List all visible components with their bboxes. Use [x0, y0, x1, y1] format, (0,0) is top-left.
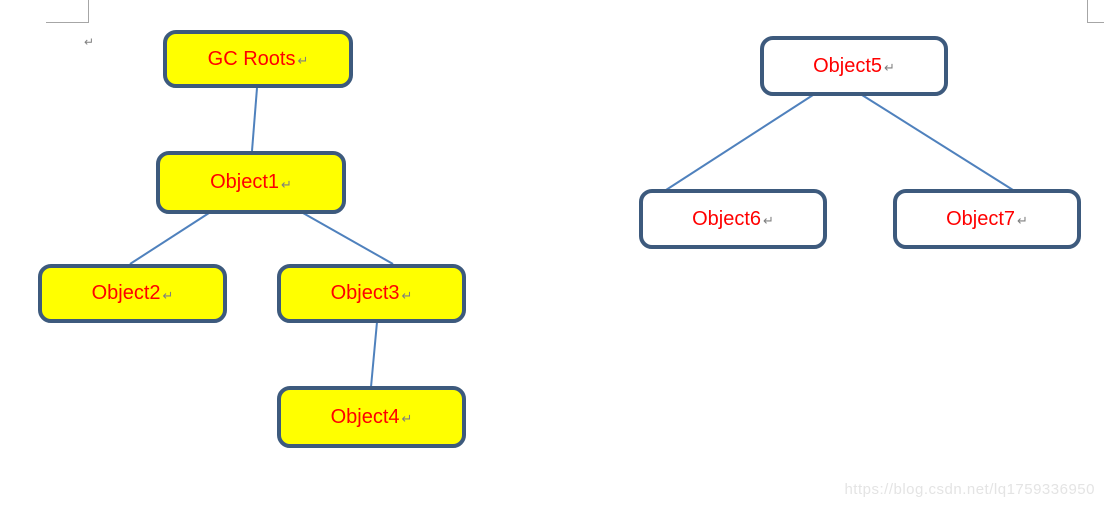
node-label: Object1	[210, 171, 280, 193]
node-label: Object2	[91, 282, 161, 304]
paragraph-mark-icon: ↵	[401, 287, 413, 303]
node-label: Object7	[946, 207, 1016, 230]
connector-object5-object6	[665, 94, 814, 191]
node-label: Object6	[692, 207, 762, 230]
paragraph-mark-icon: ↵	[884, 60, 895, 75]
page-margin-corner-right	[1087, 0, 1104, 23]
node-object5: Object5 ↵	[760, 36, 948, 96]
page-margin-corner-left	[46, 0, 89, 23]
connector-object1-object3	[302, 212, 394, 265]
node-label: Object5	[813, 54, 883, 77]
node-object7: Object7 ↵	[893, 189, 1081, 249]
node-gc-roots: GC Roots ↵	[163, 30, 353, 88]
node-label: Object4	[330, 405, 400, 428]
node-object2: Object2 ↵	[38, 264, 227, 323]
watermark: https://blog.csdn.net/lq1759336950	[844, 481, 1095, 498]
paragraph-mark-icon: ↵	[1017, 213, 1028, 228]
paragraph-mark-icon: ↵	[763, 213, 774, 228]
node-object4: Object4 ↵	[277, 386, 466, 448]
connector-object1-object2	[129, 212, 210, 265]
connector-object3-object4	[370, 321, 378, 388]
connector-gc-roots-object1	[251, 87, 258, 152]
paragraph-mark-icon: ↵	[162, 287, 174, 303]
connector-object5-object7	[861, 94, 1014, 191]
paragraph-mark-icon: ↵	[281, 176, 292, 192]
node-object3: Object3 ↵	[277, 264, 466, 323]
paragraph-mark-icon: ↵	[297, 53, 309, 68]
paragraph-mark-icon: ↵	[401, 411, 413, 426]
node-object6: Object6 ↵	[639, 189, 827, 249]
node-object1: Object1 ↵	[156, 151, 346, 214]
node-label: GC Roots	[207, 47, 296, 70]
node-label: Object3	[330, 282, 400, 304]
paragraph-mark-icon: ↵	[84, 35, 95, 49]
